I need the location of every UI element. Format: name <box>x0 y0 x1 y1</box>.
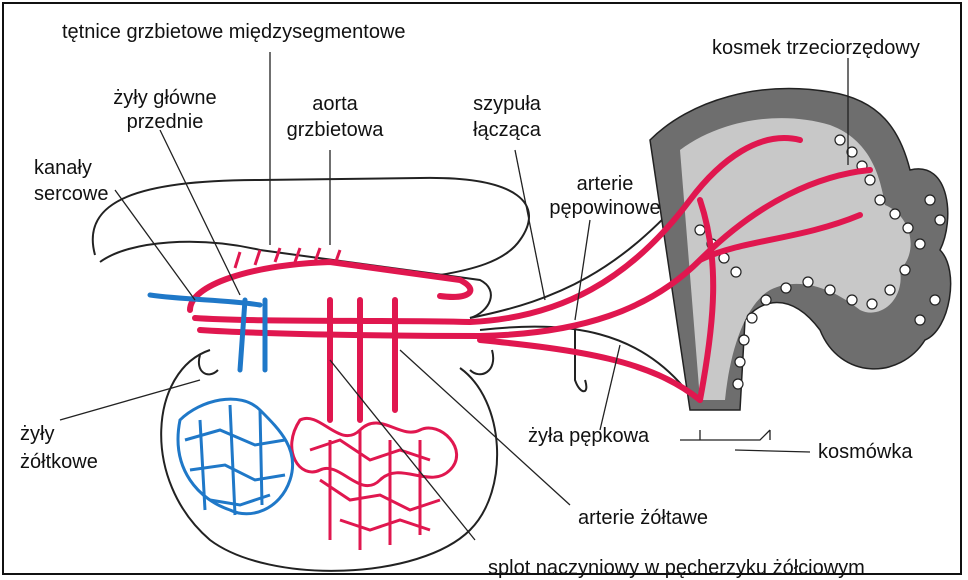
label-umbilical-arteries-line1: arterie <box>540 172 670 196</box>
label-connecting-stalk-line1: szypuła <box>452 92 562 116</box>
label-dorsal-aorta-line2: grzbietowa <box>270 118 400 142</box>
yolk-sac-venous-plexus <box>178 399 293 515</box>
label-umbilical-vein: żyła pępkowa <box>528 424 649 448</box>
label-connecting-stalk-line2: łącząca <box>452 118 562 142</box>
label-vitelline-arteries: arterie żółtawe <box>578 506 708 530</box>
embryo-body-outline <box>100 242 491 318</box>
label-anterior-cardinal-veins-line2: przednie <box>80 110 250 134</box>
label-umbilical-arteries-line2: pępowinowe <box>540 196 670 220</box>
label-heart-tubes-line2: sercowe <box>34 182 108 206</box>
label-anterior-cardinal-veins-line1: żyły główne <box>80 86 250 110</box>
label-dorsal-aorta-line1: aorta <box>270 92 400 116</box>
label-dorsal-intersegmental-arteries: tętnice grzbietowe międzysegmentowe <box>62 20 406 44</box>
label-yolk-sac-plexus: splot naczyniowy w pęcherzyku żółciowym <box>488 556 865 580</box>
label-vitelline-veins-line1: żyły <box>20 422 54 446</box>
label-tertiary-villus: kosmek trzeciorzędowy <box>712 36 920 60</box>
label-vitelline-veins-line2: żółtkowe <box>20 450 98 474</box>
label-chorion: kosmówka <box>818 440 912 464</box>
label-heart-tubes-line1: kanały <box>34 156 92 180</box>
yolk-sac-arterial-plexus <box>292 418 457 550</box>
